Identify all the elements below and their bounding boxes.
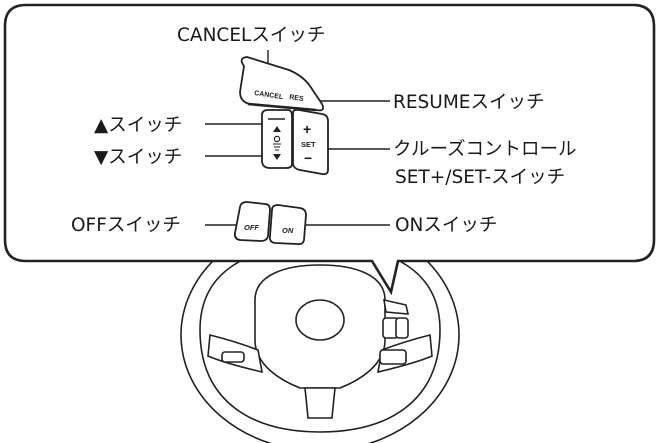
off-switch-label: OFFスイッチ: [71, 215, 181, 236]
distance-switch-body: [261, 109, 293, 169]
resume-switch-label: RESUMEスイッチ: [393, 92, 544, 113]
off-switch-body: [233, 201, 271, 242]
cancel-res-paddle: CANCEL RES: [239, 56, 325, 112]
distance-switch: [261, 109, 293, 169]
set-switch: + SET −: [292, 108, 329, 176]
on-switch-text: ON: [282, 226, 294, 235]
distance-icon: [273, 135, 281, 143]
off-switch-text: OFF: [244, 223, 259, 232]
set-minus-text: −: [304, 150, 312, 166]
set-switch-body: [292, 108, 329, 176]
on-switch-label: ONスイッチ: [395, 215, 497, 236]
cruise-control-label-line1: クルーズコントロール: [393, 139, 577, 160]
cancel-res-paddle-body: [239, 56, 325, 112]
up-arrow-icon: [273, 126, 281, 132]
wheel-bottom-spoke: [304, 387, 336, 419]
off-on-switch: OFF ON: [233, 201, 307, 246]
cruise-control-label-line2: SET+/SET-スイッチ: [395, 167, 565, 188]
down-switch-label: ▼スイッチ: [94, 147, 182, 168]
cancel-switch-label: CANCELスイッチ: [177, 25, 325, 46]
distance-bars-icon: [273, 143, 281, 151]
cancel-res-paddle-edge: [247, 102, 317, 112]
wheel-right-cancel-tab: [383, 298, 410, 315]
set-text: SET: [301, 140, 316, 149]
cancel-switch-text: CANCEL: [254, 90, 285, 101]
wheel-right-switch-lower: [395, 317, 409, 339]
set-plus-text: +: [303, 121, 311, 137]
wheel-right-onoff-switch: [379, 349, 407, 365]
down-arrow-icon: [273, 154, 281, 160]
wheel-center-emblem: [295, 299, 345, 341]
on-switch-body: [268, 204, 307, 246]
wheel-left-button: [221, 351, 245, 363]
res-switch-text: RES: [289, 94, 305, 103]
up-switch-label: ▲スイッチ: [94, 115, 182, 136]
